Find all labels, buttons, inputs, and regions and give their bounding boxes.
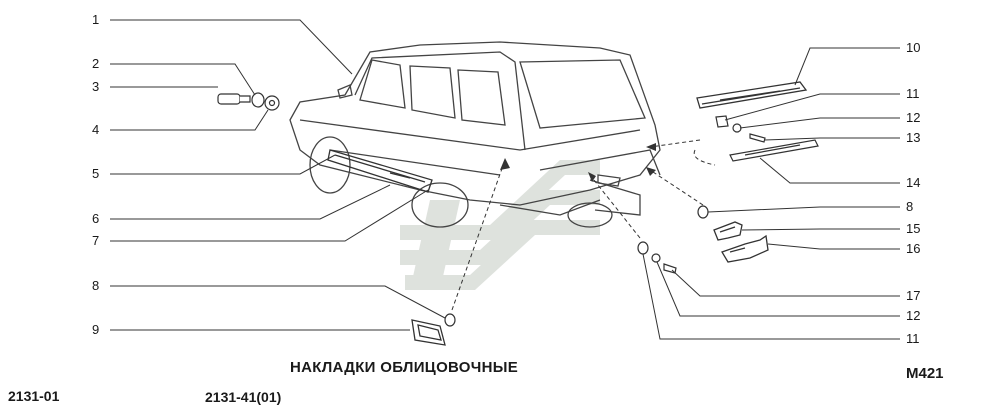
callout-14: 14 xyxy=(906,175,921,190)
callout-10: 10 xyxy=(906,40,921,55)
callout-4: 4 xyxy=(92,122,100,137)
model-code-center: 2131-41(01) xyxy=(205,389,282,405)
callout-7: 7 xyxy=(92,233,100,248)
watermark-logo xyxy=(400,160,600,290)
callout-3: 3 xyxy=(92,79,100,94)
plate-trim xyxy=(411,319,446,346)
rear-trim-panel xyxy=(696,81,808,109)
car-outline xyxy=(289,41,661,228)
callout-13: 13 xyxy=(906,130,921,145)
callout-16: 16 xyxy=(906,241,921,256)
callout-5: 5 xyxy=(92,166,100,181)
callout-1: 1 xyxy=(92,12,100,27)
leader-lines xyxy=(110,19,900,340)
callout-11-upper: 11 xyxy=(906,86,920,101)
side-trim-strip xyxy=(327,149,433,193)
callout-15: 15 xyxy=(906,221,921,236)
callout-2: 2 xyxy=(92,56,100,71)
diagram-title: НАКЛАДКИ ОБЛИЦОВОЧНЫЕ xyxy=(290,359,519,376)
bolt-washer-nut xyxy=(217,92,280,111)
diagram-code: M421 xyxy=(906,365,944,382)
brackets xyxy=(713,221,769,263)
assembly-lines xyxy=(451,139,716,311)
callout-6: 6 xyxy=(92,211,100,226)
rear-trim-strip xyxy=(729,139,819,162)
model-code-left: 2131-01 xyxy=(8,388,60,404)
callout-8-left: 8 xyxy=(92,278,100,293)
arrowheads xyxy=(500,143,656,182)
callout-11-lower: 11 xyxy=(906,331,920,346)
upper-fasteners xyxy=(715,115,766,143)
callout-8-right: 8 xyxy=(906,199,914,214)
clip-parts xyxy=(444,205,709,327)
callout-12-upper: 12 xyxy=(906,110,921,125)
callout-12-lower: 12 xyxy=(906,308,921,323)
callout-9: 9 xyxy=(92,322,100,337)
callout-17: 17 xyxy=(906,288,921,303)
